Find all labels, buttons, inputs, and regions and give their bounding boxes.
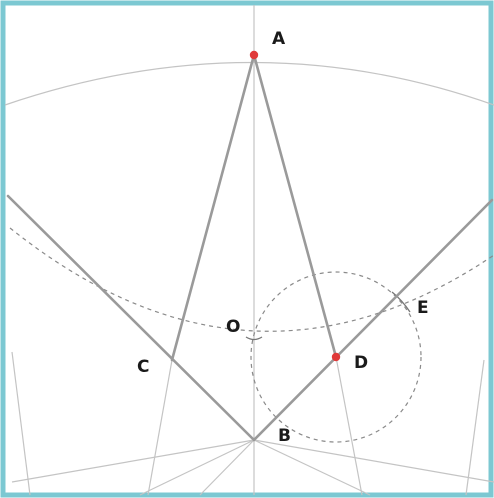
line-ac-extension [147,359,173,496]
dashed-circle [250,271,422,443]
ray-right-lower [253,439,494,483]
segment-ad [252,53,338,359]
line-bd-extension [199,439,255,496]
segment-bd-extended [252,198,494,442]
ray-left-lower [11,439,255,483]
ray-left-steep [139,439,255,496]
dashed-constructions [9,227,494,443]
arc-mark-e [391,291,411,313]
right-edge-line [465,359,485,496]
label-b: B [278,426,291,446]
small-marks [245,291,411,341]
point-a [249,50,259,60]
point-d [331,352,341,362]
left-edge-line [11,351,31,496]
ray-right-steep [253,439,371,496]
arc-mark-o [245,336,263,341]
label-o: O [226,317,240,337]
main-lines [6,53,494,442]
segment-ac [170,53,256,362]
segment-cb [6,194,256,442]
label-c: C [137,357,149,377]
label-e: E [417,298,429,318]
construction-lines [4,5,494,496]
label-d: D [354,353,368,373]
dashed-arc [9,227,494,332]
label-a: A [272,29,286,49]
line-ab-extension [335,356,363,496]
